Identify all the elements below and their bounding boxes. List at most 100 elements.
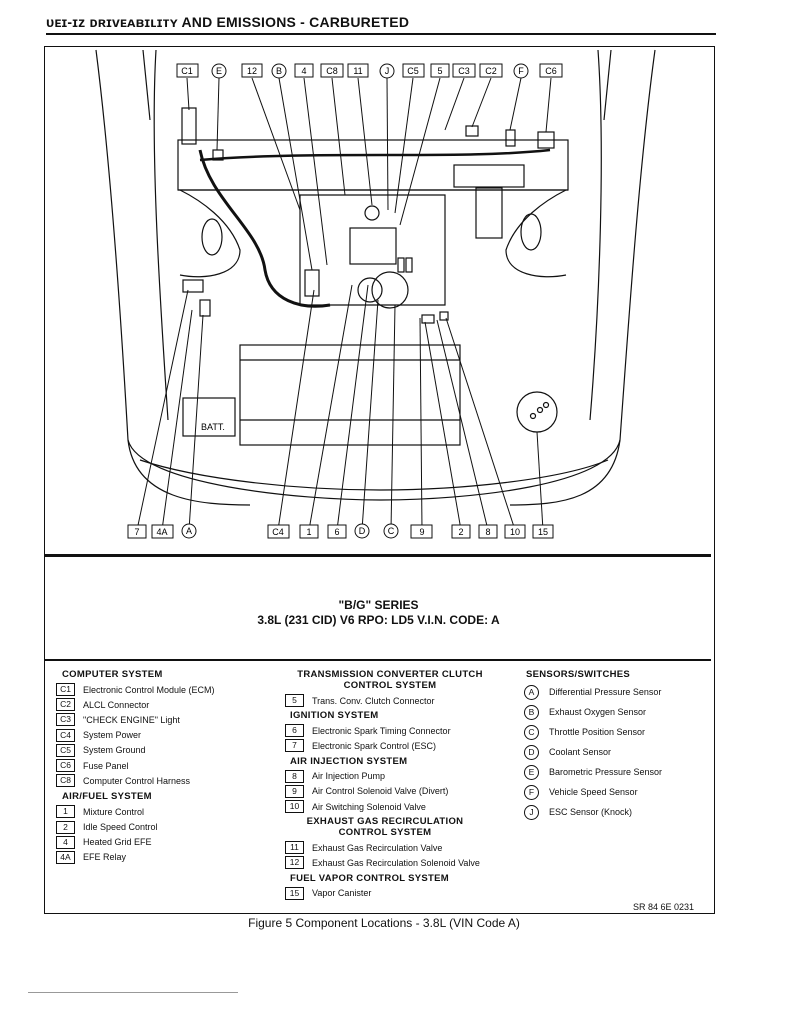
legend-item: C5 System Ground [56, 743, 276, 758]
legend-label: Vapor Canister [312, 888, 372, 899]
legend-code: 7 [285, 739, 304, 753]
legend-item: C6 Fuse Panel [56, 758, 276, 773]
legend-code: D [524, 744, 539, 760]
computer-system-heading: COMPUTER SYSTEM [62, 669, 163, 680]
air-injection-heading: AIR INJECTION SYSTEM [290, 755, 408, 767]
legend-code: C3 [56, 713, 75, 727]
legend-col-1: COMPUTER SYSTEM C1 Electronic Control Mod… [56, 667, 276, 865]
legend-label: Heated Grid EFE [83, 837, 152, 848]
air-fuel-heading: AIR/FUEL SYSTEM [62, 791, 152, 803]
callout-f: F [518, 66, 524, 76]
legend-code: 8 [285, 769, 304, 783]
callout-4a: 4A [156, 527, 167, 537]
callout-15: 15 [538, 527, 548, 537]
legend-code: 1 [56, 805, 75, 819]
callout-12: 12 [247, 66, 257, 76]
figure-frame [44, 46, 715, 914]
legend-label: Exhaust Oxygen Sensor [549, 707, 647, 717]
legend-code: C5 [56, 743, 75, 757]
top-callouts: C1 E 12 B 4 C8 11 J C5 5 C3 C2 F C6 [176, 63, 563, 79]
legend-code: 12 [285, 856, 304, 870]
legend-code: 5 [285, 694, 304, 708]
legend-code: 9 [285, 784, 304, 798]
legend-code: A [524, 684, 539, 700]
legend-code: C6 [56, 759, 75, 773]
legend-label: Electronic Spark Timing Connector [312, 725, 451, 736]
legend-label: ESC Sensor (Knock) [549, 807, 633, 817]
legend-label: Air Injection Pump [312, 771, 386, 782]
legend-col-2: TRANSMISSION CONVERTER CLUTCH CONTROL SY… [285, 667, 515, 901]
legend-label: Trans. Conv. Clutch Connector [312, 695, 435, 706]
legend-label: Barometric Pressure Sensor [549, 767, 663, 777]
header-rule [46, 33, 716, 35]
callout-5: 5 [437, 66, 442, 76]
callout-b: B [276, 66, 282, 76]
legend-item: 5 Trans. Conv. Clutch Connector [285, 693, 515, 708]
footer-rule [28, 992, 238, 993]
legend-item: C3 "CHECK ENGINE" Light [56, 712, 276, 727]
legend-label: Fuse Panel [83, 760, 129, 771]
legend-label: Electronic Control Module (ECM) [83, 684, 215, 695]
callout-c6: C6 [545, 66, 557, 76]
legend-code: 4 [56, 835, 75, 849]
legend-code: C1 [56, 683, 75, 697]
reference-number: SR 84 6E 0231 [633, 902, 695, 912]
legend-label: Idle Speed Control [83, 822, 158, 833]
callout-c8: C8 [326, 66, 338, 76]
legend-label: ALCL Connector [83, 699, 150, 710]
callout-d: D [359, 526, 366, 536]
egr-heading: EXHAUST GAS RECIRCULATION CONTROL SYSTEM [306, 816, 464, 839]
legend-label: System Power [83, 730, 142, 741]
legend-label: System Ground [83, 745, 146, 756]
series-title: "B/G" SERIES [338, 598, 419, 612]
legend-label: Exhaust Gas Recirculation Valve [312, 842, 443, 853]
callout-a: A [186, 526, 192, 536]
legend-code: 10 [285, 800, 304, 814]
callout-1: 1 [306, 527, 311, 537]
callout-6: 6 [334, 527, 339, 537]
figure-caption: Figure 5 Component Locations - 3.8L (VIN… [248, 916, 520, 930]
legend-code: 2 [56, 820, 75, 834]
legend-label: Differential Pressure Sensor [549, 687, 662, 697]
callout-c: C [388, 526, 395, 536]
callout-2: 2 [458, 527, 463, 537]
callout-c5: C5 [407, 66, 419, 76]
ignition-heading: IGNITION SYSTEM [290, 710, 379, 722]
legend-label: Computer Control Harness [83, 775, 191, 786]
bottom-callouts: 7 4A A C4 1 6 D C 9 2 8 10 15 [127, 523, 554, 539]
legend-code: 4A [56, 850, 75, 864]
legend-label: Coolant Sensor [549, 747, 612, 757]
battery-label: BATT. [201, 422, 225, 432]
legend-label: "CHECK ENGINE" Light [83, 714, 180, 725]
legend-item: D Coolant Sensor [524, 742, 704, 762]
callout-j: J [385, 66, 390, 76]
fuel-vapor-heading: FUEL VAPOR CONTROL SYSTEM [290, 872, 449, 884]
legend-item: 9 Air Control Solenoid Valve (Divert) [285, 784, 515, 799]
callout-8: 8 [485, 527, 490, 537]
legend-code: C2 [56, 698, 75, 712]
callout-4: 4 [301, 66, 306, 76]
legend-item: 4 Heated Grid EFE [56, 835, 276, 850]
legend-item: 2 Idle Speed Control [56, 820, 276, 835]
legend-code: C [524, 724, 539, 740]
legend-label: Air Control Solenoid Valve (Divert) [312, 786, 449, 797]
callout-10: 10 [510, 527, 520, 537]
callout-c2: C2 [485, 66, 497, 76]
